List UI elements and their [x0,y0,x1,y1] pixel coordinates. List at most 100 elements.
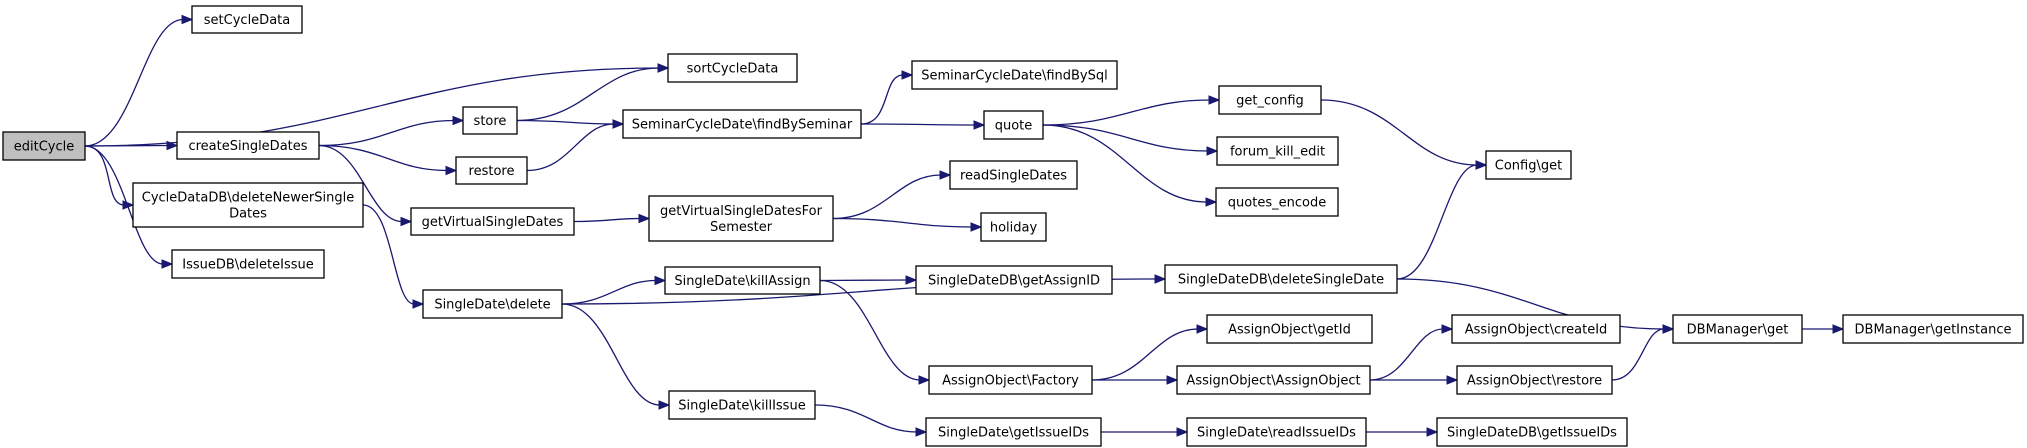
node-delete-issue[interactable]: IssueDB\deleteIssue [171,249,325,279]
arrowhead-sdd-get-issue-ids [1426,427,1439,437]
node-label: DBManager\get [1687,323,1789,338]
call-edges [84,14,1845,437]
edge-edit-cycle-to-delete-issue [84,145,164,265]
node-label: Dates [229,207,267,222]
node-ao-get-id[interactable]: AssignObject\getId [1206,314,1373,344]
edge-get-virtual-single-dates-to-get-vsdfor-semester [573,217,641,223]
edge-delete-newer-to-sd-delete [362,204,415,305]
node-holiday[interactable]: holiday [980,212,1047,242]
node-box [462,106,518,135]
edge-get-vsdfor-semester-to-read-single-dates [832,174,942,220]
node-forum-kill-edit[interactable]: forum_kill_edit [1216,136,1339,166]
node-get-virtual-single-dates[interactable]: getVirtualSingleDates [410,207,575,236]
node-get-issue-ids[interactable]: SingleDate\getIssueIDs [925,417,1102,447]
arrowhead-ao-assign-object [1166,375,1179,385]
edge-quote-to-forum-kill-edit [1042,124,1209,152]
node-store[interactable]: store [462,106,518,135]
edge-delete-single-date-to-db-get [1396,278,1665,330]
arrowhead-delete-single-date [1154,274,1167,284]
edge-create-single-dates-to-restore [318,144,448,172]
node-box [1206,314,1373,344]
node-find-by-sql[interactable]: SeminarCycleDate\findBySql [911,60,1118,90]
node-read-single-dates[interactable]: readSingleDates [949,160,1078,190]
arrowhead-set-cycle-data [181,14,194,25]
node-sd-delete[interactable]: SingleDate\delete [422,289,563,319]
arrowhead-ao-create-id [1441,324,1454,334]
node-label: sortCycleData [687,62,779,77]
edge-kill-assign-to-ao-factory [819,279,921,381]
node-box [1186,417,1367,447]
node-ao-restore[interactable]: AssignObject\restore [1456,365,1613,395]
node-label: AssignObject\createId [1465,323,1608,338]
node-box [2,131,86,161]
node-quote[interactable]: quote [983,110,1044,140]
node-label: quotes_encode [1228,196,1326,211]
node-label: CycleDataDB\deleteNewerSingle [142,191,355,206]
node-db-get-instance[interactable]: DBManager\getInstance [1842,314,2024,344]
edge-create-single-dates-to-get-virtual-single-dates [318,144,403,223]
node-box [191,5,303,34]
arrowhead-restore [445,165,458,176]
node-set-cycle-data[interactable]: setCycleData [191,5,303,34]
node-box [1218,85,1322,115]
node-edit-cycle[interactable]: editCycle [2,131,86,161]
node-box [925,417,1102,447]
arrowhead-find-by-seminar [612,119,625,129]
node-create-single-dates[interactable]: createSingleDates [176,131,320,160]
arrowhead-store [452,115,465,126]
edge-store-to-find-by-seminar [516,119,615,125]
node-get-config[interactable]: get_config [1218,85,1322,115]
arrowhead-get-vsdfor-semester [638,213,651,224]
node-label: SingleDate\delete [434,298,550,313]
edge-ao-restore-to-db-get [1611,328,1665,381]
edge-find-by-seminar-to-find-by-sql [860,74,904,125]
node-label: DBManager\getInstance [1855,323,2012,338]
node-box [1451,314,1621,344]
arrowhead-config-get [1475,160,1488,170]
node-label: readSingleDates [960,169,1067,184]
node-box [949,160,1078,190]
node-label: IssueDB\deleteIssue [182,258,314,273]
node-label: getVirtualSingleDates [422,215,564,230]
node-box [422,289,563,319]
node-config-get[interactable]: Config\get [1485,150,1572,180]
edge-quote-to-get-config [1042,99,1211,126]
arrowhead-ao-restore [1446,375,1459,385]
node-quotes-encode[interactable]: quotes_encode [1215,187,1339,217]
edge-find-by-seminar-to-quote [860,123,976,126]
node-ao-create-id[interactable]: AssignObject\createId [1451,314,1621,344]
node-find-by-seminar[interactable]: SeminarCycleDate\findBySeminar [622,109,862,139]
edge-sd-delete-to-kill-issue [561,303,661,406]
node-label: setCycleData [204,13,290,28]
arrowhead-quote [973,120,986,130]
node-box [1215,187,1339,217]
node-box [664,266,821,295]
node-sdd-get-issue-ids[interactable]: SingleDateDB\getIssueIDs [1436,417,1628,447]
node-ao-assign-object[interactable]: AssignObject\AssignObject [1176,365,1371,395]
node-ao-factory[interactable]: AssignObject\Factory [928,365,1093,395]
node-box [1216,136,1339,166]
edge-edit-cycle-to-set-cycle-data [84,18,184,147]
node-label: SingleDateDB\deleteSingleDate [1178,273,1384,288]
node-box [983,110,1044,140]
node-label: getVirtualSingleDatesFor [660,204,823,219]
edge-sd-delete-to-kill-assign [561,279,657,305]
node-label: SeminarCycleDate\findBySql [921,69,1107,84]
edge-delete-single-date-to-config-get [1396,164,1478,280]
node-db-get[interactable]: DBManager\get [1672,314,1803,344]
node-restore[interactable]: restore [455,156,528,185]
node-kill-assign[interactable]: SingleDate\killAssign [664,266,821,295]
arrowhead-create-single-dates [166,140,179,151]
arrowhead-forum-kill-edit [1206,146,1219,156]
node-kill-issue[interactable]: SingleDate\killIssue [668,390,816,420]
node-label: SingleDate\killAssign [674,274,810,289]
node-label: forum_kill_edit [1230,145,1325,160]
node-get-assign-id[interactable]: SingleDateDB\getAssignID [915,265,1113,295]
node-read-issue-ids[interactable]: SingleDate\readIssueIDs [1186,417,1367,447]
node-sort-cycle-data[interactable]: sortCycleData [667,53,798,83]
edge-edit-cycle-to-delete-newer [84,145,125,206]
edge-ao-assign-object-to-ao-create-id [1369,328,1444,381]
node-delete-single-date[interactable]: SingleDateDB\deleteSingleDate [1164,264,1398,294]
